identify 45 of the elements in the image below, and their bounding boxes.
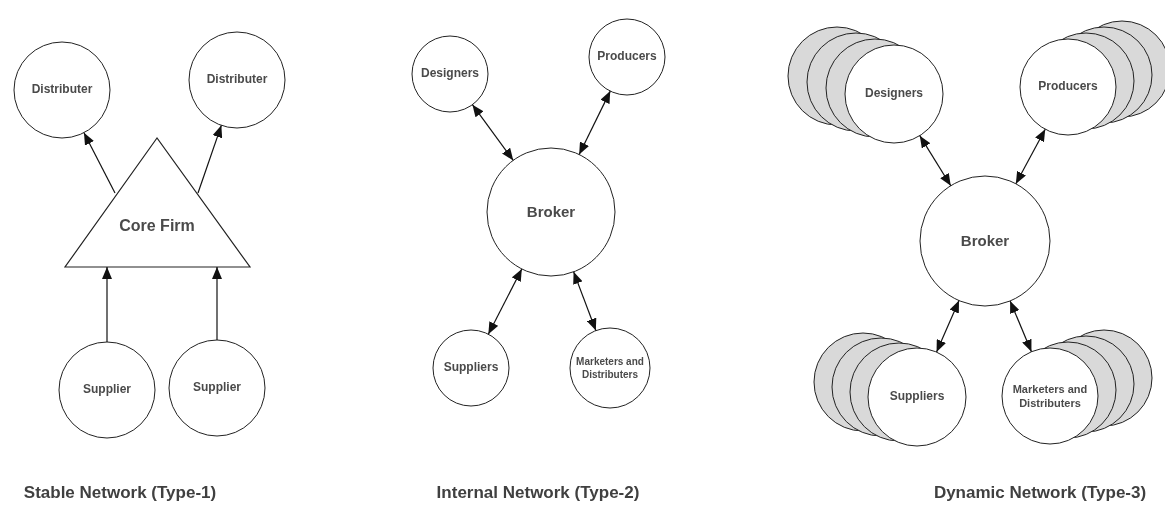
arrow bbox=[471, 104, 514, 161]
stacked-circles bbox=[787, 26, 944, 144]
panel-caption: Stable Network (Type-1) bbox=[23, 483, 217, 503]
node-label: Designers bbox=[865, 86, 923, 102]
node-label: Broker bbox=[526, 202, 576, 222]
circle-node bbox=[569, 327, 651, 409]
node-label: Producers bbox=[1038, 79, 1098, 95]
node-label: Supplier bbox=[83, 382, 131, 398]
node-label: Distributer bbox=[31, 82, 93, 98]
node-label: Core Firm bbox=[119, 215, 195, 236]
circle-node bbox=[58, 341, 156, 439]
arrow bbox=[936, 299, 960, 353]
arrow bbox=[487, 268, 523, 335]
stacked-circles bbox=[813, 332, 967, 447]
triangle-node bbox=[64, 137, 251, 268]
arrow bbox=[919, 135, 952, 187]
panel-caption: Internal Network (Type-2) bbox=[436, 483, 640, 503]
circle-node bbox=[411, 35, 489, 113]
stacked-circles bbox=[1001, 329, 1153, 445]
panel-caption: Dynamic Network (Type-3) bbox=[933, 483, 1147, 503]
circle-node bbox=[13, 41, 111, 139]
arrow bbox=[1015, 128, 1046, 185]
circle-node bbox=[168, 339, 266, 437]
node-label: Suppliers bbox=[889, 389, 945, 405]
arrow bbox=[83, 132, 116, 194]
arrow bbox=[102, 266, 112, 343]
node-label: Designers bbox=[421, 66, 479, 82]
arrow bbox=[212, 266, 222, 341]
node-label: Producers bbox=[597, 49, 657, 65]
circle-node bbox=[188, 31, 286, 129]
node-label: Broker bbox=[960, 231, 1010, 251]
circle-node bbox=[486, 147, 616, 277]
node-label: Distributer bbox=[206, 72, 268, 88]
arrow bbox=[573, 271, 597, 332]
stacked-circles bbox=[1019, 20, 1165, 136]
node-label: Suppliers bbox=[443, 360, 499, 376]
arrow bbox=[197, 124, 223, 194]
circle-node bbox=[588, 18, 666, 96]
arrow bbox=[578, 90, 611, 156]
circle-node bbox=[432, 329, 510, 407]
node-label: Marketers and Distributers bbox=[1012, 381, 1088, 411]
circle-node bbox=[919, 175, 1051, 307]
arrow bbox=[1009, 300, 1033, 353]
node-label: Marketers and Distributers bbox=[575, 355, 645, 381]
node-label: Supplier bbox=[193, 380, 241, 396]
